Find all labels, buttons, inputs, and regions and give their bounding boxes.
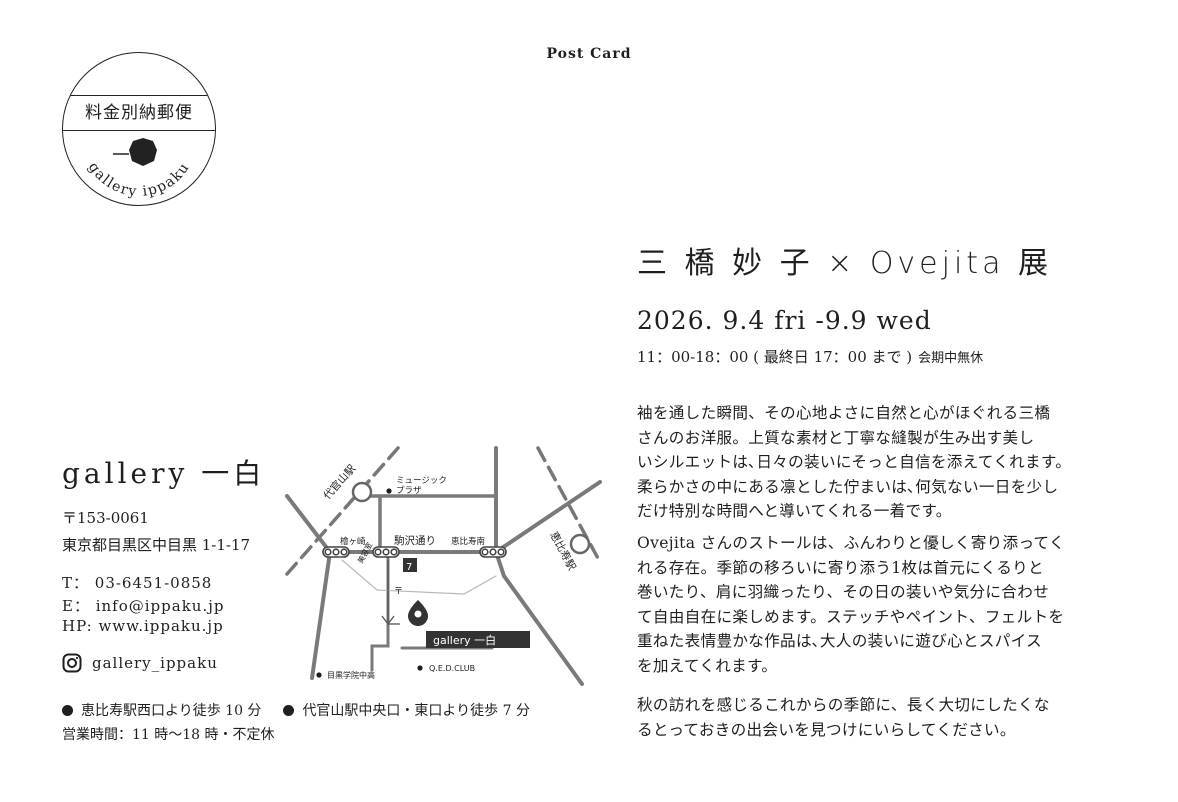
paragraph-line: れる存在。季節の移ろいに寄り添う1枚は首元にくるりと [637,558,1044,577]
postal-code: 〒153-0061 [62,509,149,527]
school-dot-icon [316,672,322,678]
business-hours: 営業時間：11 時〜18 時・不定休 [62,727,275,743]
ebisuminami-label: 恵比寿南 [451,536,485,547]
convenience-store-icon [403,558,417,572]
instagram-handle: gallery_ippaku [92,654,218,672]
station-daikanyama-icon [351,481,373,503]
station-ebisu-icon [569,533,591,555]
bullet-icon [283,705,295,716]
paragraph-line: さんのお洋服。上質な素材と丁寧な縫製が生み出す美し [637,428,1035,447]
svg-text:gallery ippaku: gallery ippaku [85,159,193,200]
club-label: Q.E.D.CLUB [429,664,475,673]
stamp-label: 料金別納郵便 [63,95,215,131]
music-plaza-label-2: プラザ [396,486,422,496]
walk-route [341,559,497,595]
gallery-map-label: gallery 一白 [433,633,496,647]
paragraph-line: Ovejita さんのストールは、ふんわりと優しく寄り添ってく [637,534,1065,552]
stamp-graphic: gallery ippaku [85,138,193,200]
paragraph-line: 秋の訪れを感じるこれからの季節に、長く大切にしたくな [637,696,1050,714]
music-plaza-label: ミュージック [396,476,447,486]
club-dot-icon [417,665,423,671]
address: 東京都目黒区中目黒 1-1-17 [62,536,251,554]
access-ebisu-text: 恵比寿駅西口より徒歩 10 分 [81,703,262,719]
paragraph-line: 重ねた表情豊かな作品は､大人の装いに遊び心とスパイス [637,632,1042,650]
instagram-row[interactable]: gallery_ippaku [62,653,218,673]
gallery-logo-icon [129,138,157,166]
website[interactable]: HP: www.ippaku.jp [62,617,224,635]
exhibition-title: 三 橋 妙 子 × Ovejita 展 [637,246,1052,281]
description-paragraph-2: Ovejita さんのストールは、ふんわりと優しく寄り添ってく れる存在。季節の… [637,531,1117,678]
description-paragraph-1: 袖を通した瞬間、その心地よさに自然と心がほぐれる三橋 さんのお洋服。上質な素材と… [637,401,1117,524]
description-paragraph-3: 秋の訪れを感じるこれからの季節に、長く大切にしたくな るとっておきの出会いを見つ… [637,693,1117,742]
access-info: 恵比寿駅西口より徒歩 10 分 代官山駅中央口・東口より徒歩 7 分 [62,700,530,720]
music-plaza-dot-icon [386,488,392,494]
postage-stamp: 料金別納郵便 gallery ippaku [62,52,216,206]
bullet-icon [62,705,73,716]
railway-yamanote [536,446,602,564]
paragraph-line: 巻いたり、肩に羽織ったり、その日の装いや気分に合わせ [637,583,1049,601]
access-map: 7 〒 gallery 一白 代官山駅 恵比寿駅 ミュージック プラザ 檜ヶ崎 … [285,446,602,686]
road-left [285,494,332,554]
email[interactable]: E： info@ippaku.jp [62,597,225,615]
road-right-diagonal [502,574,584,686]
stamp-gallery-name: gallery ippaku [85,159,192,200]
exhibition-time: 11：00-18：00 ( 最終日 17：00 まで ) 会期中無休 [637,346,983,367]
access-daikanyama: 代官山駅中央口・東口より徒歩 7 分 [283,700,530,720]
paragraph-line: て自由自在に楽しめます。ステッチやペイント、フェルトを [637,607,1065,626]
road-school [370,550,390,672]
access-ebisu: 恵比寿駅西口より徒歩 10 分 [62,700,261,720]
paragraph-line: るとっておきの出会いを見つけにいらしてください。 [637,720,1016,739]
gallery-map-label-box [426,631,530,648]
road-right-up [494,480,602,554]
railway-toyoko [285,446,400,576]
svg-text:7: 7 [406,562,412,573]
exhibition-hours: 11：00-18：00 ( 最終日 17：00 まで ) [637,348,913,366]
school-label: 目黒学院中高 [327,670,375,680]
paragraph-line: 柔らかさの中にある凛とした佇まいは､何気ない一日を少し [637,477,1059,496]
access-daikanyama-text: 代官山駅中央口・東口より徒歩 7 分 [302,703,530,719]
gallery-name: gallery 一白 [62,457,266,490]
instagram-icon [62,653,82,673]
paragraph-line: だけ特別な時間へと導いてくれる一着です。 [637,502,952,520]
paragraph-line: 袖を通した瞬間、その心地よさに自然と心がほぐれる三橋 [637,404,1051,422]
postcard-header: Post Card [546,46,632,62]
road-left-lower [310,550,332,680]
paragraph-line: を加えてくれます。 [637,656,778,675]
hinokizaka-label: 檜ヶ崎 [340,536,366,547]
exhibition-date: 2026. 9.4 fri -9.9 wed [637,306,932,335]
phone: T： 03-6451-0858 [62,574,213,592]
svg-text:〒: 〒 [394,587,403,597]
exhibition-note: 会期中無休 [918,351,984,366]
komazawa-dori-label: 駒沢通り [394,534,436,547]
paragraph-line: いシルエットは､日々の装いにそっと自信を添えてくれます。 [637,453,1072,471]
